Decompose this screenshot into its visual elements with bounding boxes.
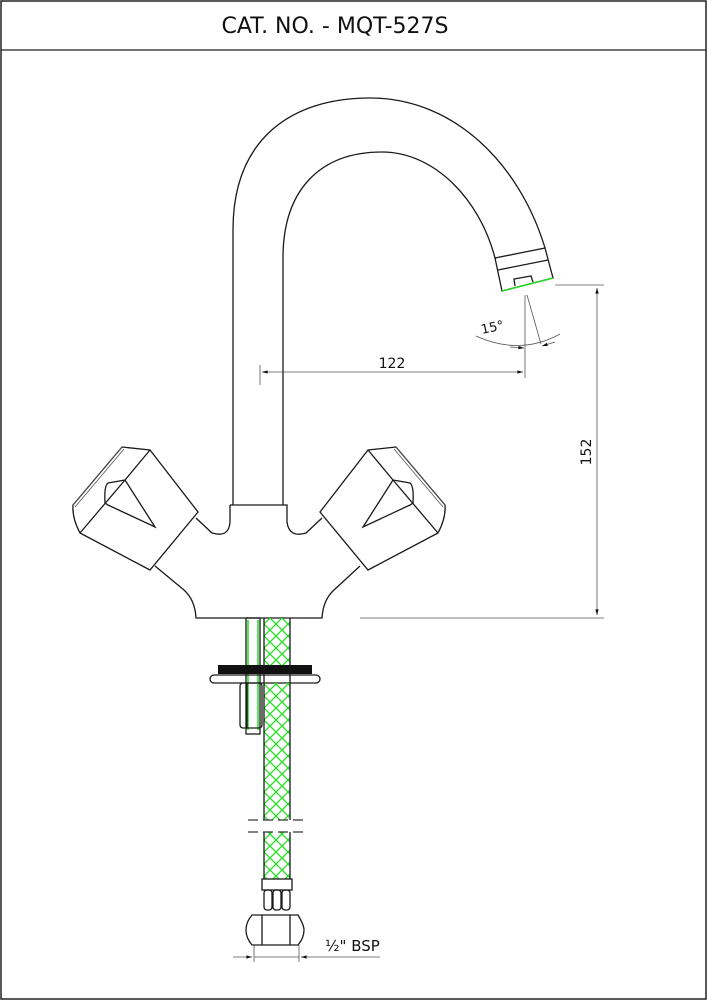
dimension-height: 152 — [360, 284, 604, 619]
inlet-size: ½" BSP — [325, 937, 380, 955]
aerator-outlet — [501, 277, 554, 292]
dimension-reach: 122 — [259, 295, 526, 385]
rubber-washer — [218, 665, 312, 674]
dimension-angle: 15° — [475, 294, 561, 350]
height-value: 152 — [579, 439, 595, 466]
inlet-connector — [245, 878, 305, 946]
tap-body — [154, 504, 361, 619]
spout — [232, 97, 554, 505]
angle-value: 15° — [480, 318, 506, 337]
braided-hose — [248, 618, 306, 879]
right-handle — [319, 446, 446, 571]
dimension-inlet: ½" BSP — [233, 937, 380, 962]
fixing-stud — [239, 617, 263, 735]
reach-value: 122 — [379, 356, 406, 372]
left-handle — [72, 446, 199, 571]
metal-washer — [209, 674, 321, 684]
catalog-title: CAT. NO. - MQT-527S — [222, 14, 449, 39]
